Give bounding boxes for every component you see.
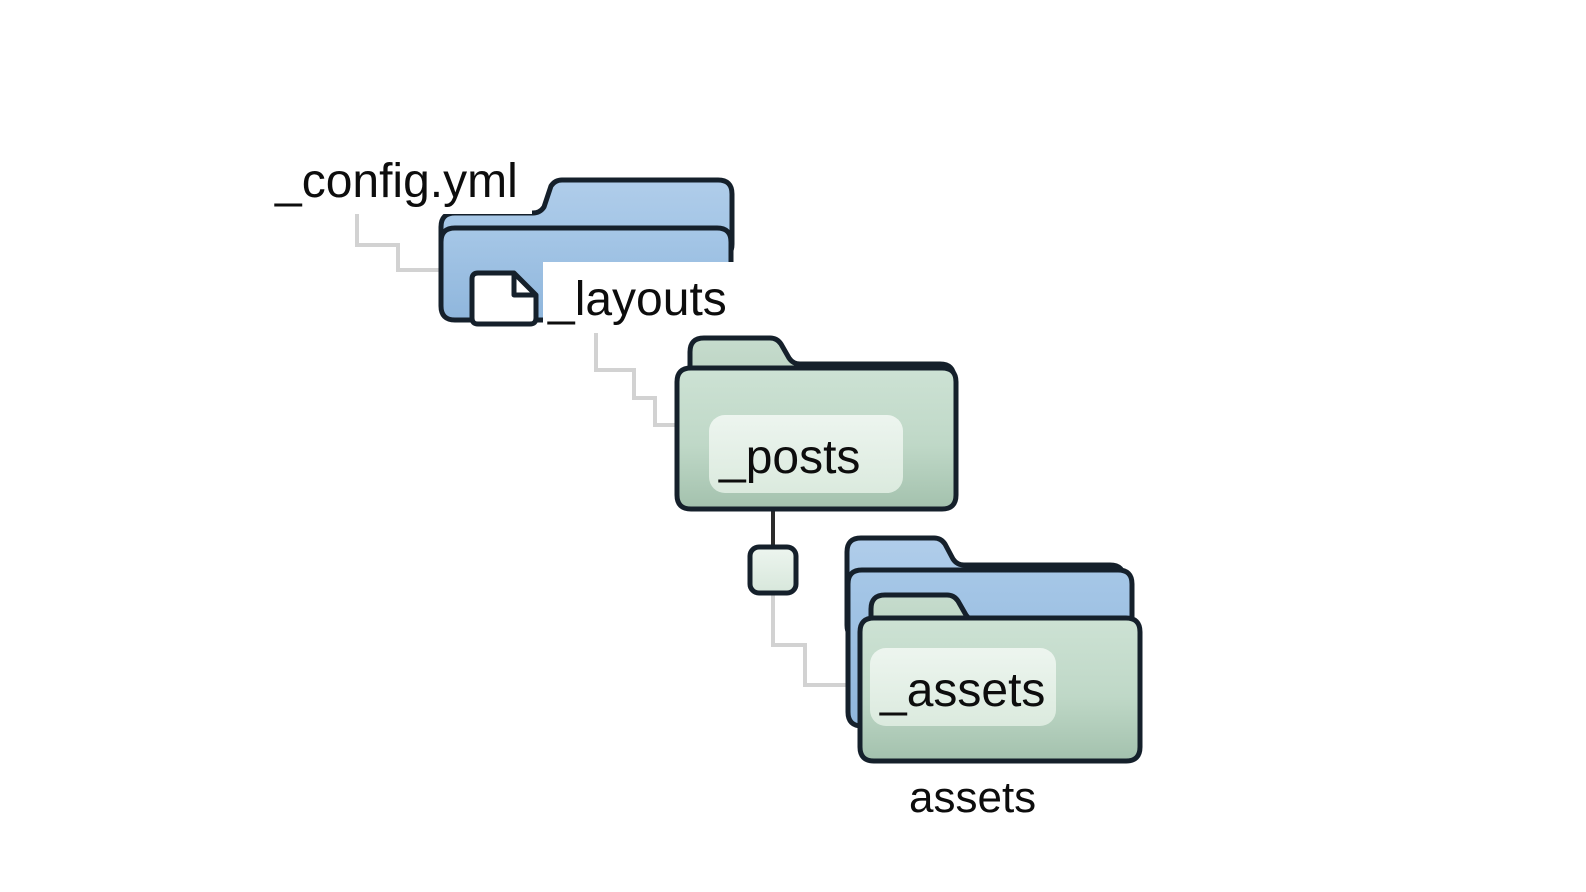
folder-posts[interactable] bbox=[674, 335, 959, 512]
label-assets-group: assets bbox=[909, 773, 1036, 822]
label-assets-inner: _assets bbox=[879, 664, 1045, 717]
file-icon[interactable] bbox=[469, 270, 539, 327]
label-config-yml: _config.yml bbox=[274, 155, 518, 208]
assets-label-chip bbox=[870, 648, 1056, 726]
label-layouts: _layouts bbox=[547, 273, 727, 326]
small-square-icon[interactable] bbox=[747, 544, 799, 596]
layouts-label-knockout bbox=[543, 262, 743, 328]
config-label-knockout bbox=[270, 148, 532, 214]
folder-stack-assets[interactable] bbox=[844, 535, 1143, 764]
edge-layouts-to-posts bbox=[594, 333, 700, 427]
posts-label-chip bbox=[709, 415, 903, 493]
edge-smallnode-to-assets bbox=[771, 592, 880, 687]
label-posts: _posts bbox=[718, 431, 860, 484]
